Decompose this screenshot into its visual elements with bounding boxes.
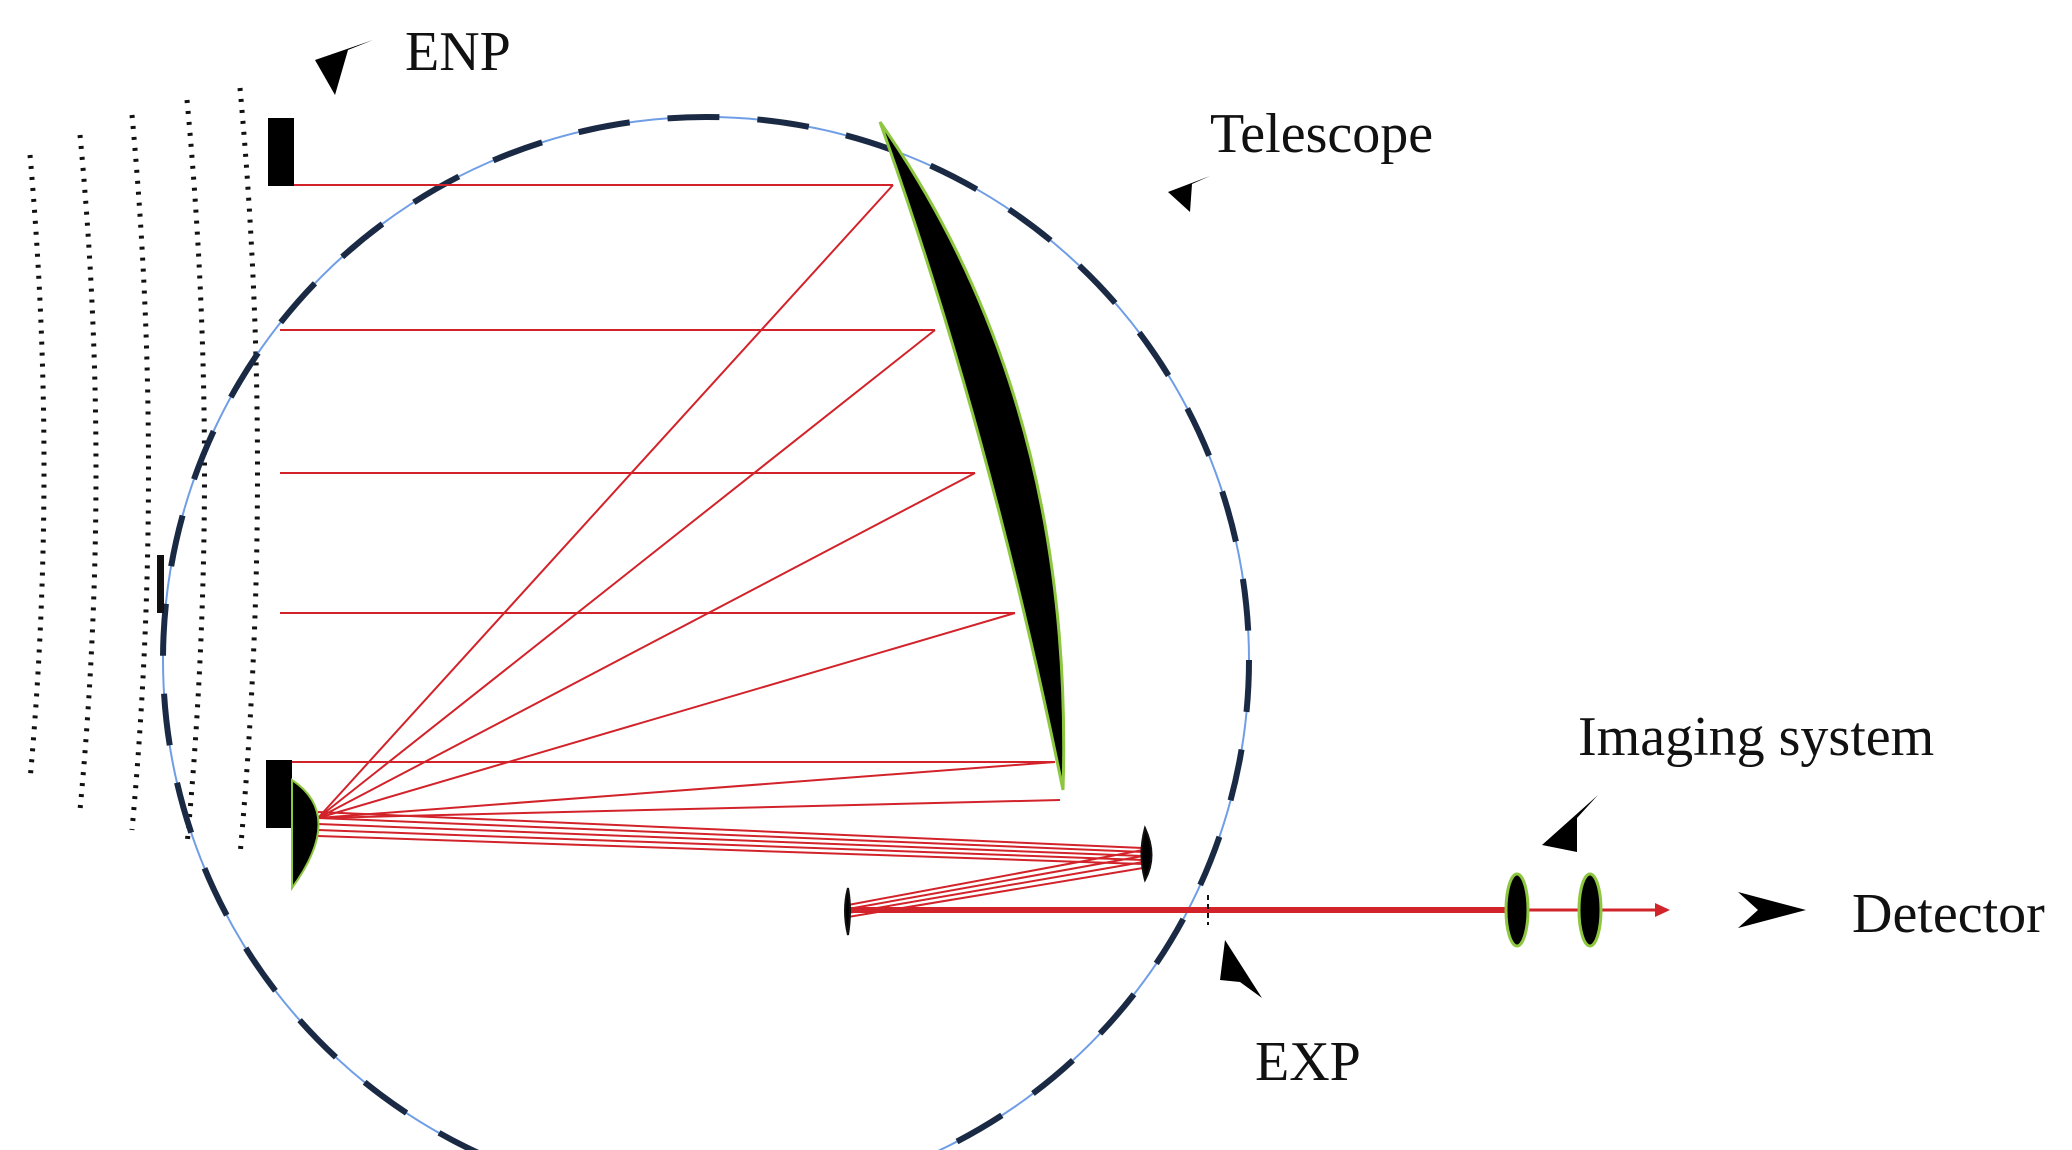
imaging-lens-2 xyxy=(1577,872,1603,948)
telescope-pointer-icon xyxy=(1168,176,1210,212)
reflected-ray-6 xyxy=(317,799,1061,819)
imaging-system-label: Imaging system xyxy=(1578,706,1934,768)
exp-pointer-icon xyxy=(1220,940,1262,998)
beam-line-5 xyxy=(317,835,1144,865)
fold-beam-2 xyxy=(847,855,1144,910)
telescope-label: Telescope xyxy=(1210,103,1433,165)
wavefront-1 xyxy=(27,154,47,781)
fold-beam-3 xyxy=(847,861,1144,914)
primary-mirror xyxy=(878,121,1066,791)
wavefront-5 xyxy=(237,87,260,856)
detector-label: Detector xyxy=(1852,883,2045,945)
telescope-boundary-dashed xyxy=(160,114,1252,1150)
imaging-system-pointer-icon xyxy=(1542,795,1598,852)
enp-pointer-icon xyxy=(315,40,373,95)
beam-line-4 xyxy=(317,829,1144,861)
tertiary-to-fold-beam xyxy=(847,849,1144,918)
reflected-rays xyxy=(317,184,1061,819)
wavefront-4 xyxy=(184,99,207,846)
fold-beam-1 xyxy=(847,849,1144,906)
reflected-ray-2 xyxy=(317,329,936,819)
reflected-ray-1 xyxy=(317,184,894,819)
beam-line-3 xyxy=(317,823,1144,857)
secondary-mirror xyxy=(291,778,320,892)
reflected-ray-4 xyxy=(317,612,1016,819)
wavefront-3 xyxy=(129,114,151,831)
output-arrow-head xyxy=(1655,903,1670,917)
beam-line-1 xyxy=(317,811,1144,849)
imaging-lens-1 xyxy=(1504,872,1530,948)
input-rays xyxy=(280,184,1055,763)
entrance-stop-mid xyxy=(157,555,164,613)
entrance-stop-bottom xyxy=(266,760,292,828)
incoming-wavefronts xyxy=(27,87,260,856)
fold-mirror xyxy=(844,887,851,936)
enp-label: ENP xyxy=(405,21,511,83)
secondary-to-tertiary-beam xyxy=(317,811,1144,865)
detector-pointer-icon xyxy=(1738,892,1806,928)
reflected-ray-3 xyxy=(317,472,976,819)
tertiary-mirror xyxy=(1140,825,1153,883)
beam-line-2 xyxy=(317,817,1144,853)
entrance-stop-top xyxy=(268,118,294,186)
output-beam xyxy=(848,903,1670,917)
wavefront-2 xyxy=(77,134,99,811)
reflected-ray-5 xyxy=(317,761,1056,819)
exp-label: EXP xyxy=(1255,1031,1361,1093)
